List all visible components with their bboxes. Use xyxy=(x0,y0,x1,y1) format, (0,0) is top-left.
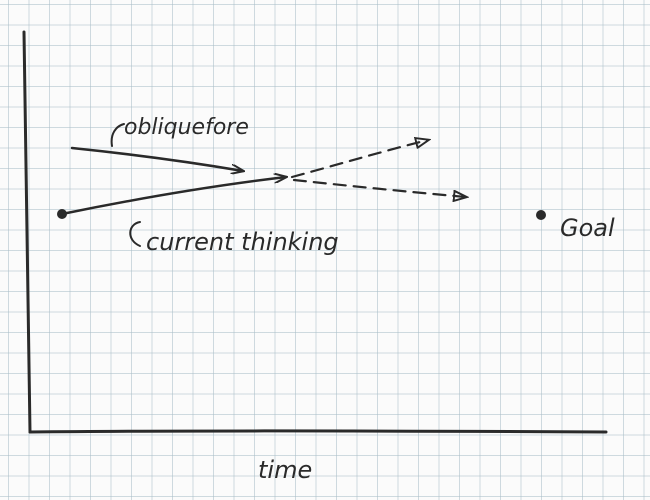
oblique-label-pointer xyxy=(110,123,125,147)
time-axis-label: time xyxy=(258,456,312,484)
y-axis xyxy=(22,30,32,434)
current-thinking-label: current thinking xyxy=(146,228,339,256)
goal-point xyxy=(536,210,546,220)
current-thinking-arrow xyxy=(60,177,286,216)
dashed-arrow-lower xyxy=(292,178,466,197)
obliquefore-arrow xyxy=(70,146,243,171)
dashed-arrow-upper xyxy=(290,140,428,179)
current-label-pointer xyxy=(129,221,141,247)
x-axis xyxy=(28,429,608,434)
obliquefore-label: obliquefore xyxy=(124,115,249,140)
goal-label: Goal xyxy=(560,214,615,242)
